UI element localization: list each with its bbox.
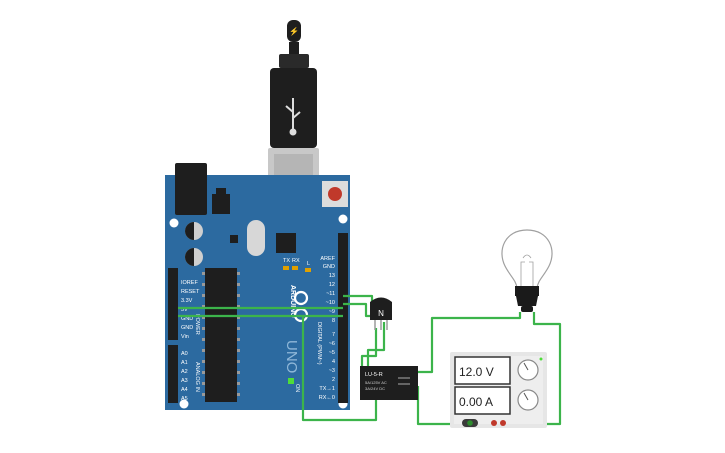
pin-label-a1: A1 <box>181 360 188 366</box>
pin-label-aref: AREF <box>320 256 335 262</box>
pin-label-a0: A0 <box>181 351 188 357</box>
arduino-brand: ARDUINO <box>289 285 296 318</box>
pin-label-gnd-2: GND <box>181 325 193 331</box>
pin-label-4: 4 <box>332 359 335 365</box>
digital-label: DIGITAL (PWM~) <box>316 322 322 365</box>
pin-label-10: ~10 <box>326 300 335 306</box>
relay-spec-dc: 3A/24V DC <box>365 386 385 391</box>
relay[interactable]: LU-5-R 5A/125V AC 3A/24V DC <box>360 366 418 400</box>
pin-label-a5: A5 <box>181 396 188 402</box>
on-led-label: ON <box>294 384 300 392</box>
l-led-label: L <box>307 261 310 267</box>
pin-label-2: 2 <box>332 377 335 383</box>
digital-header[interactable] <box>338 233 348 403</box>
arduino-uno-board[interactable]: TX RX L ARDUINO UNO IOREF RESET 3.3V 5V … <box>165 163 350 410</box>
voltage-display <box>454 356 511 385</box>
analog-header[interactable] <box>168 345 178 403</box>
lightning-icon: ⚡ <box>289 26 299 36</box>
pin-label-6: ~6 <box>329 341 335 347</box>
pin-label-tx1: TX→1 <box>319 386 335 392</box>
power-jack <box>175 163 207 215</box>
uno-brand: UNO <box>283 340 300 373</box>
terminal-negative[interactable] <box>467 420 473 426</box>
pin-label-7: 7 <box>332 332 335 338</box>
tx-led-label: TX <box>283 258 290 264</box>
pin-label-gnd-d: GND <box>323 264 335 270</box>
relay-spec-ac: 5A/125V AC <box>365 380 387 385</box>
transistor-label: N <box>378 309 384 318</box>
pin-label-5: ~5 <box>329 350 335 356</box>
npn-transistor[interactable]: N <box>370 297 392 331</box>
terminal-positive[interactable] <box>491 420 497 426</box>
pin-label-9: ~9 <box>329 309 335 315</box>
pin-label-reset: RESET <box>181 289 200 295</box>
light-bulb[interactable] <box>501 229 553 312</box>
pin-label-13: 13 <box>329 273 335 279</box>
analog-label: ANALOG IN <box>194 362 200 392</box>
atmega-chip <box>205 268 237 402</box>
voltage-knob[interactable] <box>517 359 539 381</box>
power-label: POWER <box>194 314 200 335</box>
current-readout: 0.00 A <box>459 395 493 409</box>
power-header[interactable] <box>168 268 178 340</box>
pin-label-8: 8 <box>332 318 335 324</box>
pin-label-a3: A3 <box>181 378 188 384</box>
pin-label-a4: A4 <box>181 387 188 393</box>
pin-label-vin: Vin <box>181 334 189 340</box>
pin-label-12: 12 <box>329 282 335 288</box>
usb-icon <box>285 98 301 136</box>
pin-label-11: ~11 <box>326 291 335 297</box>
current-knob[interactable] <box>517 389 539 411</box>
pin-label-a2: A2 <box>181 369 188 375</box>
pin-label-gnd-1: GND <box>181 316 193 322</box>
power-supply[interactable]: 12.0 V 0.00 A <box>450 352 547 428</box>
reset-button[interactable] <box>322 181 348 207</box>
voltage-readout: 12.0 V <box>459 365 494 379</box>
pin-label-rx0: RX←0 <box>319 395 335 401</box>
relay-model: LU-5-R <box>365 372 383 378</box>
rx-led-label: RX <box>292 258 300 264</box>
current-display <box>454 386 511 415</box>
pin-label-5v: 5V <box>181 307 188 313</box>
pin-label-3v3: 3.3V <box>181 298 193 304</box>
pin-label-ioref: IOREF <box>181 280 198 286</box>
pin-label-3: ~3 <box>329 368 335 374</box>
